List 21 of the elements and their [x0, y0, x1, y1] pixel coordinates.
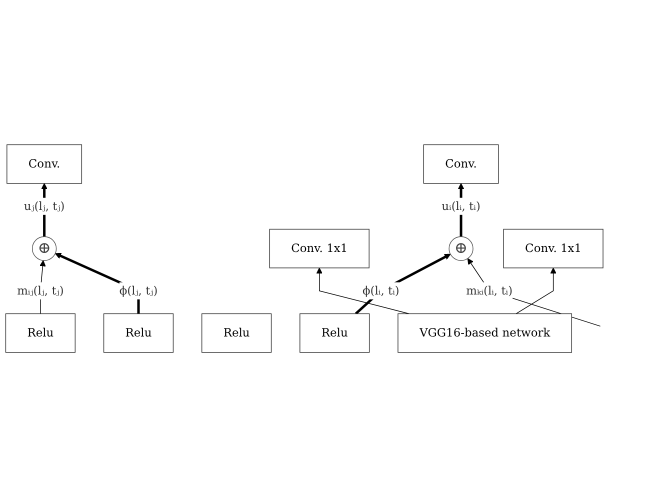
arrow: [467, 258, 601, 327]
node-box: Relu: [202, 314, 272, 354]
node-box: Conv.: [423, 144, 499, 184]
arrow: [516, 268, 556, 315]
node-box: Conv. 1x1: [269, 229, 370, 269]
edge-label: mᵢⱼ(lⱼ, tⱼ): [17, 284, 64, 298]
node-circle: ⊕: [448, 236, 474, 262]
edge-label: ϕ(lⱼ, tⱼ): [119, 284, 158, 298]
edge-label: mₖᵢ(lᵢ, tᵢ): [466, 284, 513, 298]
node-circle: ⊕: [32, 236, 57, 262]
node-box: Relu: [5, 314, 76, 354]
edge-label: ϕ(lᵢ, tᵢ): [362, 284, 400, 298]
edge-label: uⱼ(lⱼ, tⱼ): [24, 200, 65, 214]
node-box: Conv. 1x1: [503, 229, 604, 269]
node-box: Relu: [300, 314, 370, 354]
arrow: [354, 254, 451, 316]
node-box: Conv.: [6, 144, 82, 184]
edge-label: uᵢ(lᵢ, tᵢ): [442, 200, 480, 214]
node-box: Relu: [103, 314, 174, 354]
node-box: VGG16-based network: [398, 314, 572, 354]
arrow: [316, 268, 410, 315]
